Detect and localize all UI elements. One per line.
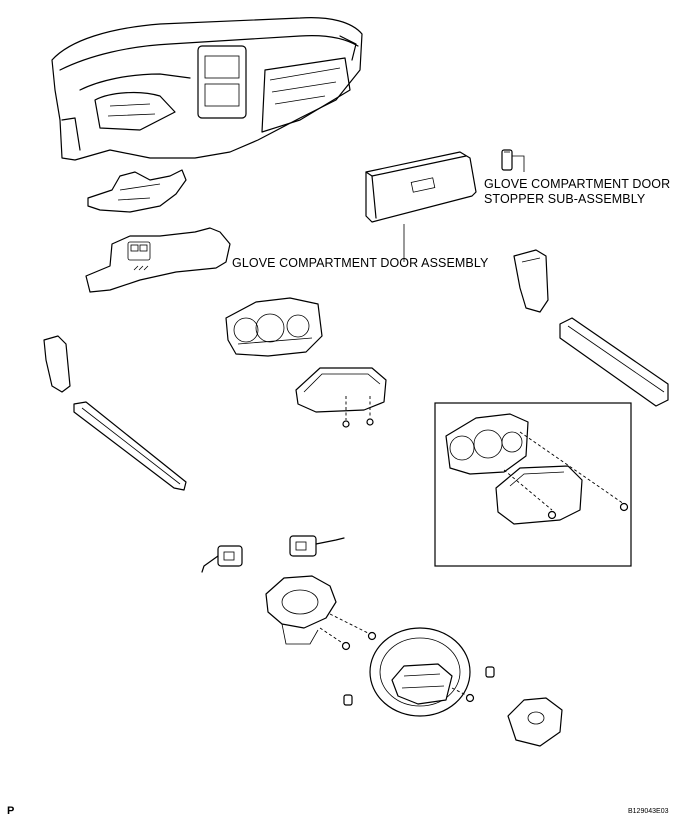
- glove-compartment-door: [365, 151, 477, 262]
- right-combination-switch: [289, 535, 345, 557]
- left-scuff-plate: [73, 401, 187, 491]
- steering-column-cover: [265, 575, 377, 651]
- meter-detail-inset: [434, 402, 632, 567]
- meter-hood: [295, 367, 387, 428]
- right-scuff-plate: [559, 317, 669, 407]
- combination-meter: [225, 297, 323, 357]
- left-combination-switch: [201, 545, 243, 573]
- stopper-label-line1: GLOVE COMPARTMENT DOOR: [484, 177, 671, 191]
- small-clip-right: [485, 666, 495, 678]
- right-side-panel: [513, 249, 549, 313]
- stopper-label-line2: STOPPER SUB-ASSEMBLY: [484, 192, 646, 206]
- horn-pad: [507, 697, 563, 747]
- page-mark: P: [7, 805, 15, 817]
- steering-wheel: [369, 627, 475, 717]
- glove-compartment-stopper: [501, 149, 525, 172]
- lower-panel-main: [85, 227, 231, 293]
- door-assembly-label: GLOVE COMPARTMENT DOOR ASSEMBLY: [232, 256, 489, 270]
- instrument-panel: [51, 17, 363, 161]
- left-side-panel: [43, 335, 71, 393]
- lower-panel-upper-piece: [87, 169, 187, 213]
- figure-code: B129043E03: [628, 808, 669, 815]
- small-clip-left: [343, 694, 353, 706]
